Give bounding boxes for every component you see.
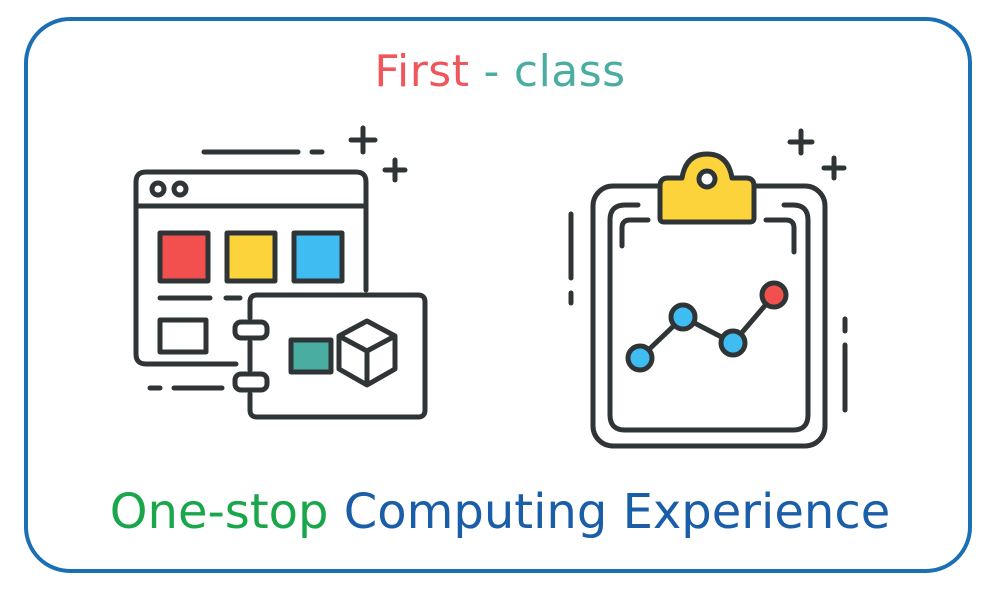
chart-point xyxy=(668,302,698,332)
chart-point xyxy=(718,328,748,358)
red-tile-icon xyxy=(157,230,211,284)
web-app-window-icon xyxy=(133,149,369,391)
cube-icon xyxy=(336,318,398,388)
plus-sparkle-icon xyxy=(787,128,847,181)
teal-block-icon xyxy=(288,337,334,375)
clipboard-icon xyxy=(568,183,848,449)
headline-word-first: First xyxy=(374,46,470,97)
tagline: One-stop Computing Experience xyxy=(0,482,1000,542)
tagline-computing-experience: Computing Experience xyxy=(343,484,891,540)
tagline-one-stop: One-stop xyxy=(109,484,329,540)
clipboard-clip-icon xyxy=(657,151,757,225)
headline-word-class: class xyxy=(513,46,626,97)
chart-point-highlight xyxy=(759,280,789,310)
blue-tile-icon xyxy=(291,230,345,284)
chart-point xyxy=(625,343,655,373)
yellow-tile-icon xyxy=(224,230,278,284)
line-chart-icon xyxy=(625,280,789,373)
headline: First-class xyxy=(0,44,1000,100)
rounded-frame xyxy=(24,17,972,573)
plus-sparkle-icon xyxy=(348,125,408,183)
headline-dash: - xyxy=(483,46,500,97)
